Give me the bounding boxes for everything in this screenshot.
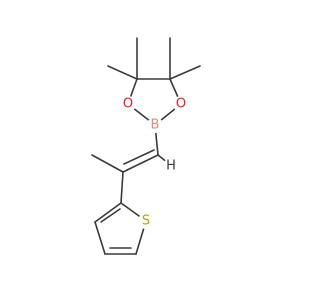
atom-label-o-left: O: [123, 97, 133, 112]
atom-label-o-right: O: [176, 97, 186, 112]
bond-vinyl-double-b: [123, 149, 155, 165]
atom-label-vinyl-h: H: [166, 159, 176, 174]
bond-thiophene-c3-c2-inner: [100, 208, 121, 223]
bond-c5-methyl-right: [169, 65, 201, 80]
bond-c4-methyl-left: [107, 65, 138, 80]
atom-oxygen-right: O: [173, 96, 189, 112]
bond-vinyl-thiophene: [120, 171, 124, 204]
bond-thiophene-c3-c2: [94, 202, 122, 223]
atom-vinyl-hydrogen: H: [163, 158, 179, 174]
bond-thiophene-c4-c3: [94, 221, 106, 255]
molecule-structure-diagram: O O B H S: [91, 37, 201, 255]
atom-boron: B: [147, 117, 163, 133]
atom-oxygen-left: O: [120, 96, 136, 112]
atom-label-sulfur: S: [142, 214, 150, 229]
bond-vinyl-double-a: [122, 154, 159, 173]
atom-sulfur: S: [138, 213, 154, 229]
atom-label-boron: B: [151, 118, 160, 133]
bond-vinyl-methyl: [91, 154, 124, 173]
